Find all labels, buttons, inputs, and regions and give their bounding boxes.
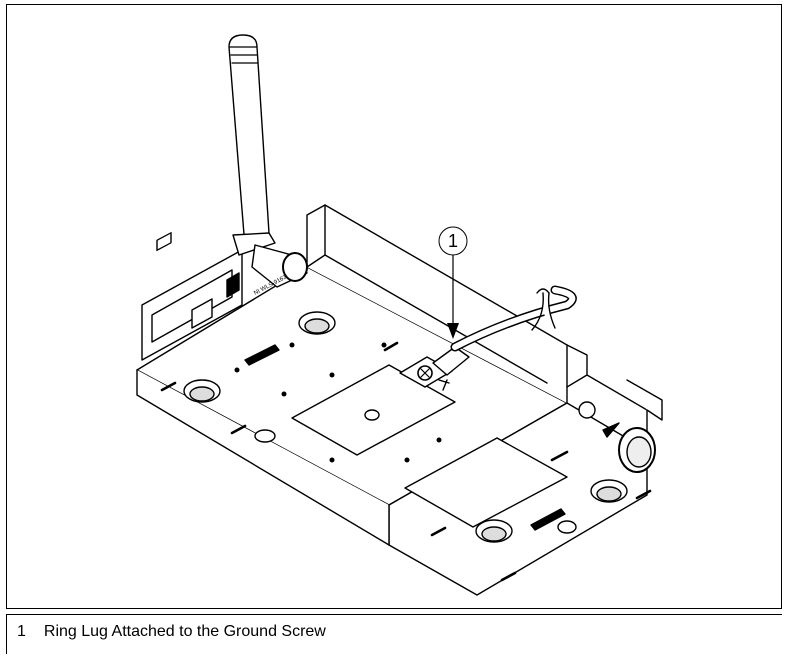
figure-legend: 1 Ring Lug Attached to the Ground Screw: [6, 614, 782, 654]
chassis: [136, 204, 663, 596]
legend-item-number: 1: [17, 623, 26, 640]
ground-screw-ring-lug: [399, 285, 577, 391]
legend-item: 1 Ring Lug Attached to the Ground Screw: [17, 623, 326, 641]
device-illustration: 1 NI WLS-9163: [136, 34, 663, 596]
legend-item-text: Ring Lug Attached to the Ground Screw: [43, 623, 326, 640]
callout-1: 1: [438, 226, 468, 339]
antenna: [228, 34, 308, 288]
callout-1-label: 1: [448, 231, 458, 251]
figure-frame: 1 NI WLS-9163: [6, 4, 782, 609]
